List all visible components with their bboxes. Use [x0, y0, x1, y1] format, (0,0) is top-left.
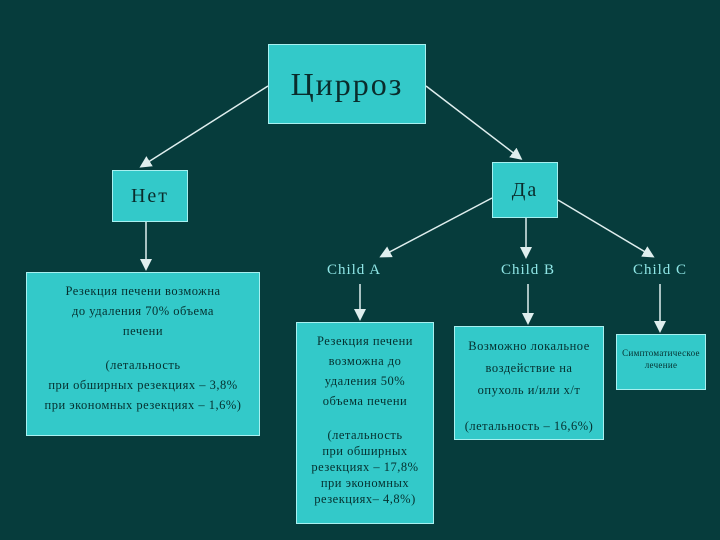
no-mortality-text: (летальность при обширных резекциях – 3,… — [44, 358, 242, 412]
child-b-text: Возможно локальное воздействие на опухол… — [468, 339, 590, 397]
child-a-mortality: (летальность при обширных резекциях – 17… — [311, 428, 419, 506]
branch-yes-node: Да — [492, 162, 558, 218]
child-b-box: Возможно локальное воздействие на опухол… — [454, 326, 604, 440]
arrow-root-to-no — [139, 85, 269, 168]
child-a-label: Child A — [326, 262, 382, 278]
branch-no-node: Нет — [112, 170, 188, 222]
child-c-label: Child C — [632, 262, 688, 278]
root-node-cirrhosis: Цирроз — [268, 44, 426, 124]
no-resection-text: Резекция печени возможна до удаления 70%… — [65, 284, 221, 338]
child-a-box: Резекция печени возможна до удаления 50%… — [296, 322, 434, 524]
root-label: Цирроз — [290, 65, 404, 102]
child-b-mortality: (летальность – 16,6%) — [464, 419, 594, 433]
arrow-yes-to-c — [557, 199, 655, 258]
branch-no-label: Нет — [130, 184, 170, 207]
branch-yes-label: Да — [511, 178, 539, 201]
no-cirrhosis-resection-box: Резекция печени возможна до удаления 70%… — [26, 272, 260, 436]
arrow-root-to-yes — [425, 85, 523, 160]
child-c-text: Симптоматическое лечение — [622, 348, 700, 370]
child-c-box: Симптоматическое лечение — [616, 334, 706, 390]
arrow-yes-to-a — [379, 197, 493, 258]
child-a-text: Резекция печени возможна до удаления 50%… — [317, 334, 413, 408]
child-b-label: Child B — [500, 262, 556, 278]
